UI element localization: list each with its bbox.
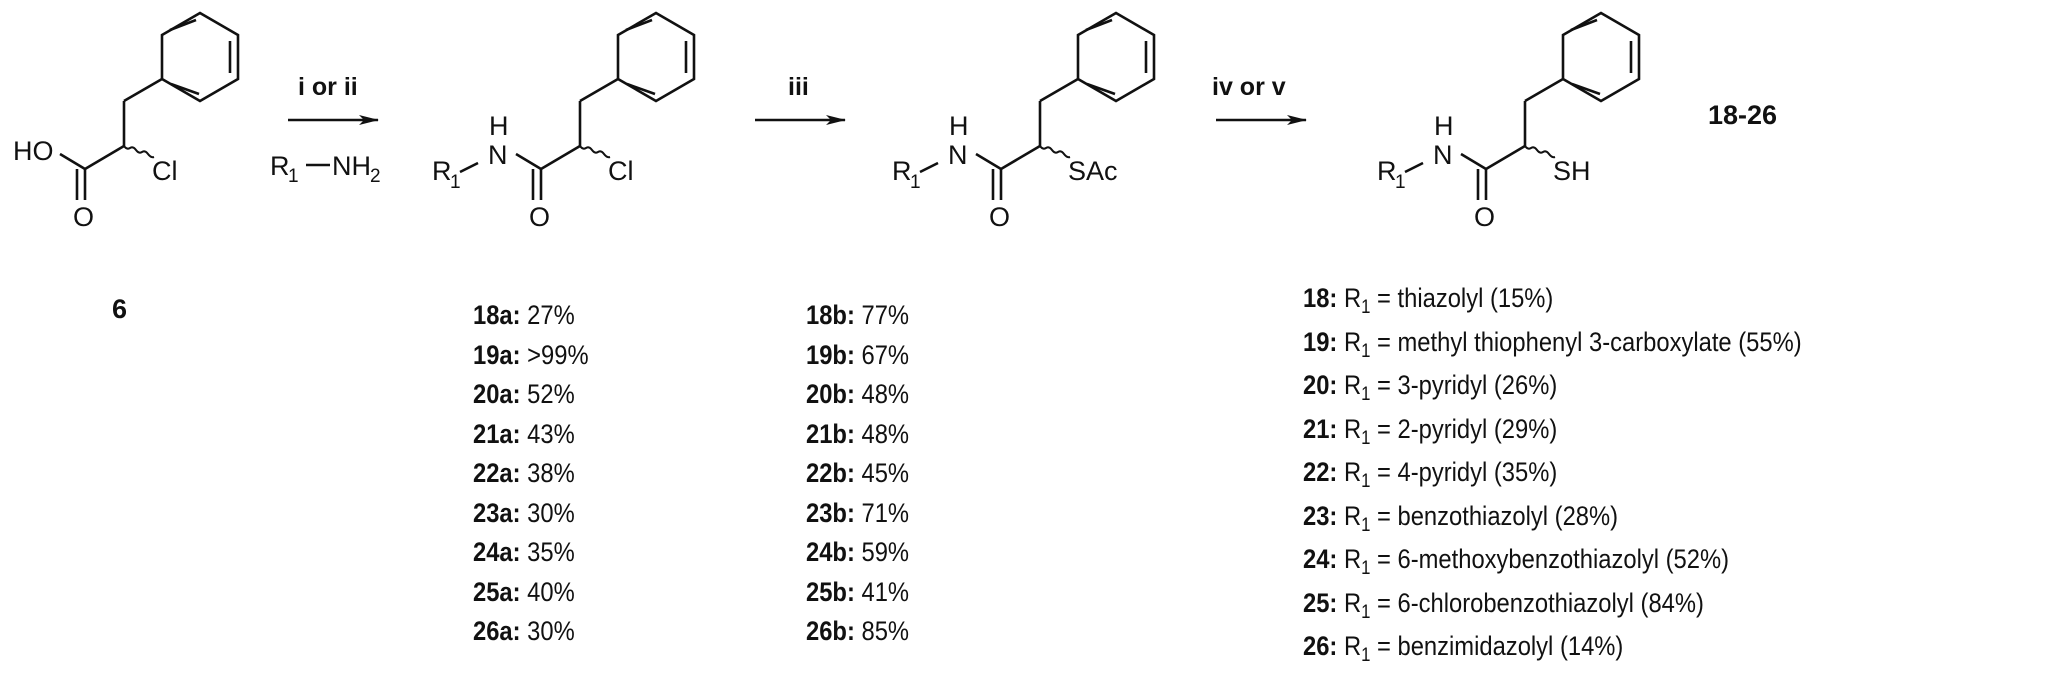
amine-reagent: R 1 NH 2 (270, 151, 381, 187)
product-row: 26: R1 = benzimidazolyl (14%) (1303, 631, 1624, 666)
svg-text:O: O (989, 202, 1010, 232)
svg-text:2: 2 (370, 166, 381, 187)
svg-text:N: N (948, 140, 968, 170)
yields-b-list: 18b: 77% 19b: 67% 20b: 48% 21b: 48% 22b:… (806, 296, 909, 652)
yield-row: 24b: 59% (806, 537, 910, 567)
yield-row: 23b: 71% (806, 497, 910, 528)
yield-row: 22a: 38% (473, 458, 575, 488)
chloro-label: Cl (152, 156, 178, 186)
svg-text:O: O (1474, 202, 1495, 232)
yield-row: 24a: 35% (473, 537, 575, 567)
svg-text:R: R (270, 151, 290, 181)
yield-row: 20b: 48% (806, 379, 910, 409)
step1-conditions: i or ii (298, 73, 358, 101)
yield-row: 23a: 30% (473, 497, 575, 528)
svg-text:N: N (1433, 140, 1453, 170)
chloroamide-structure: H N R 1 O Cl (432, 11, 696, 232)
product-series-label: 18-26 (1708, 100, 1777, 130)
svg-text:Cl: Cl (608, 156, 634, 186)
yields-a-list: 18a: 27% 19a: >99% 20a: 52% 21a: 43% 22a… (473, 296, 589, 652)
yield-row: 20a: 52% (473, 379, 575, 409)
product-row: 18: R1 = thiazolyl (15%) (1303, 283, 1554, 318)
svg-text:NH: NH (332, 151, 371, 181)
yield-row: 22b: 45% (806, 458, 910, 488)
svg-text:SAc: SAc (1068, 156, 1118, 186)
yield-row: 26a: 30% (473, 616, 575, 646)
product-row: 23: R1 = benzothiazolyl (28%) (1303, 500, 1619, 536)
yield-row: 25b: 41% (806, 576, 910, 607)
yield-row: 18b: 77% (806, 300, 910, 330)
svg-text:1: 1 (450, 172, 461, 193)
svg-text:O: O (529, 202, 550, 232)
svg-text:H: H (949, 111, 969, 141)
compound-6-structure: HO O Cl (13, 11, 240, 232)
product-row: 25: R1 = 6-chlorobenzothiazolyl (84%) (1303, 587, 1704, 623)
hydroxyl-label: HO (13, 136, 54, 166)
svg-text:H: H (1434, 111, 1454, 141)
yield-row: 21a: 43% (473, 418, 575, 449)
svg-text:R: R (1377, 156, 1397, 186)
svg-text:R: R (892, 156, 912, 186)
step2-conditions: iii (788, 73, 809, 101)
carbonyl-o-label: O (73, 202, 94, 232)
yield-row: 19b: 67% (806, 339, 910, 370)
svg-text:1: 1 (288, 166, 299, 187)
products-list: 18: R1 = thiazolyl (15%) 19: R1 = methyl… (1303, 277, 1802, 669)
step3-conditions: iv or v (1212, 73, 1286, 101)
svg-text:1: 1 (1395, 172, 1406, 193)
product-row: 22: R1 = 4-pyridyl (35%) (1303, 457, 1558, 492)
product-row: 21: R1 = 2-pyridyl (29%) (1303, 413, 1558, 449)
yield-row: 25a: 40% (473, 576, 575, 607)
svg-text:1: 1 (910, 172, 921, 193)
yield-row: 18a: 27% (473, 300, 575, 330)
product-row: 24: R1 = 6-methoxybenzothiazolyl (52%) (1303, 544, 1729, 579)
svg-text:H: H (489, 111, 509, 141)
compound-6-label: 6 (112, 294, 127, 324)
yield-row: 21b: 48% (806, 418, 910, 449)
yield-row: 19a: >99% (473, 339, 589, 370)
thiol-product-structure: H N R 1 O SH (1377, 11, 1641, 232)
thioacetate-structure: H N R 1 O SAc (892, 11, 1156, 232)
svg-text:SH: SH (1553, 156, 1591, 186)
svg-text:R: R (432, 156, 452, 186)
product-row: 19: R1 = methyl thiophenyl 3-carboxylate… (1303, 326, 1802, 362)
product-row: 20: R1 = 3-pyridyl (26%) (1303, 370, 1558, 405)
yield-row: 26b: 85% (806, 616, 910, 646)
svg-text:N: N (488, 140, 508, 170)
